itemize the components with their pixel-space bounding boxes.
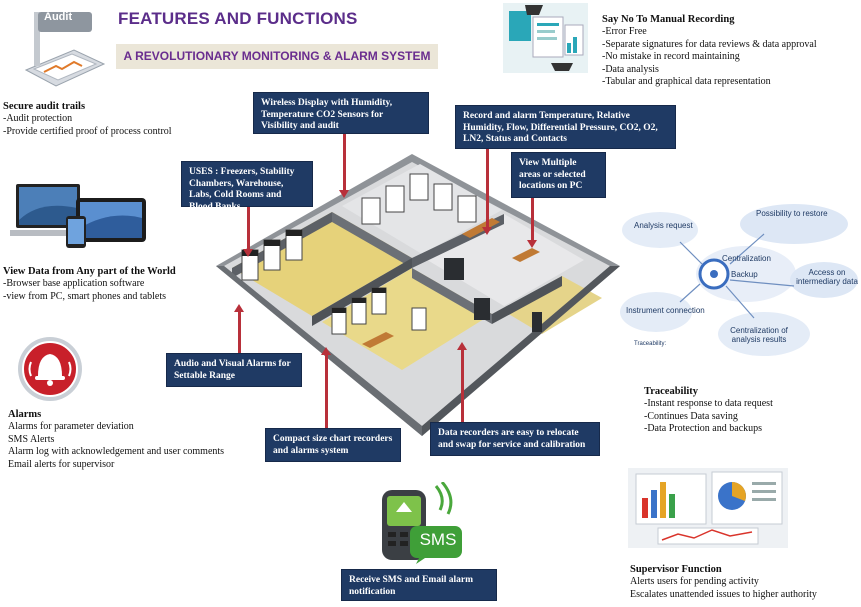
callout-compact: Compact size chart recorders and alarms … <box>265 428 401 462</box>
supervisor-reports-icon <box>628 468 788 548</box>
alarms-line: Alarms for parameter deviation <box>8 421 134 432</box>
manual-recording-line: -Data analysis <box>602 63 659 75</box>
traceability-line: -Data Protection and backups <box>644 423 763 434</box>
diagram-centralization: Centralization <box>722 254 771 263</box>
diagram-access-intermediary: Access on intermediary data <box>796 268 858 286</box>
alarms-title: Alarms <box>8 409 42 420</box>
audit-icon-label: Audit <box>44 11 73 23</box>
callout-wireless-text: Wireless Display with Humidity, Temperat… <box>261 98 393 131</box>
callout-relocate: Data recorders are easy to relocate and … <box>430 422 600 456</box>
arrow-relocate <box>461 350 464 422</box>
callout-wireless: Wireless Display with Humidity, Temperat… <box>253 92 429 134</box>
sms-label: SMS <box>419 530 457 549</box>
manual-recording-section: Say No To Manual Recording -Error Free -… <box>602 13 860 89</box>
arrow-compact <box>325 355 328 428</box>
alarms-line: Alarm log with acknowledgement and user … <box>8 446 225 457</box>
arrow-multiple <box>531 198 534 242</box>
manual-recording-line: -Error Free <box>602 26 647 37</box>
sms-phone-icon <box>376 481 466 564</box>
callout-receive-text: Receive SMS and Email alarm notification <box>349 575 474 597</box>
traceability-line: -Continues Data saving <box>644 410 738 422</box>
callout-audio: Audio and Visual Alarms for Settable Ran… <box>166 353 302 387</box>
alarm-bell-icon <box>14 334 86 404</box>
manual-recording-line: -Separate signatures for data reviews & … <box>602 38 817 50</box>
arrow-record <box>486 149 489 229</box>
manual-recording-line: -Tabular and graphical data representati… <box>602 76 771 87</box>
manual-recording-icon <box>503 3 588 73</box>
arrow-record-head <box>482 227 492 235</box>
traceability-diagram <box>618 202 860 384</box>
audit-title: Secure audit trails <box>3 101 86 112</box>
arrow-multiple-head <box>527 240 537 248</box>
arrow-audio-head <box>234 304 244 312</box>
arrow-uses <box>247 207 250 251</box>
traceability-title: Traceability <box>644 386 699 397</box>
page-title: FEATURES AND FUNCTIONS <box>118 9 358 28</box>
callout-audio-text: Audio and Visual Alarms for Settable Ran… <box>174 359 291 381</box>
arrow-uses-head <box>243 249 253 257</box>
supervisor-line: Escalates unattended issues to higher au… <box>630 588 817 600</box>
arrow-wireless-head <box>339 190 349 198</box>
arrow-audio <box>238 312 241 353</box>
devices-icon <box>8 180 150 252</box>
supervisor-line: Alerts users for pending activity <box>630 576 759 587</box>
callout-receive: Receive SMS and Email alarm notification <box>341 569 497 601</box>
page-subtitle: A REVOLUTIONARY MONITORING & ALARM SYSTE… <box>116 44 438 69</box>
view-line: -view from PC, smart phones and tablets <box>3 290 167 302</box>
callout-relocate-text: Data recorders are easy to relocate and … <box>438 428 586 450</box>
building-illustration <box>212 148 622 440</box>
view-line: -Browser base application software <box>3 278 145 289</box>
supervisor-section: Supervisor Function Alerts users for pen… <box>630 563 860 601</box>
diagram-possibility-restore: Possibility to restore <box>756 209 828 218</box>
callout-multiple-text: View Multiple areas or selected location… <box>519 158 586 191</box>
alarms-section: Alarms Alarms for parameter deviation SM… <box>8 408 228 471</box>
manual-recording-title: Say No To Manual Recording <box>602 14 735 25</box>
arrow-compact-head <box>321 347 331 355</box>
diagram-traceability-small: Traceability: <box>634 341 667 347</box>
diagram-analysis-request: Analysis request <box>634 221 693 230</box>
alarms-line: SMS Alerts <box>8 433 55 445</box>
audit-line: -Audit protection <box>3 113 73 124</box>
audit-section: Secure audit trails -Audit protection -P… <box>3 100 203 138</box>
alarms-line: Email alerts for supervisor <box>8 458 115 470</box>
diagram-instrument-connection: Instrument connection <box>626 306 705 315</box>
diagram-centralization-results: Centralization of analysis results <box>730 326 788 344</box>
traceability-line: -Instant response to data request <box>644 398 773 409</box>
callout-record-text: Record and alarm Temperature, Relative H… <box>463 111 658 144</box>
audit-icon <box>22 6 107 91</box>
audit-line: -Provide certified proof of process cont… <box>3 125 172 137</box>
callout-compact-text: Compact size chart recorders and alarms … <box>273 434 393 456</box>
traceability-section: Traceability -Instant response to data r… <box>644 385 854 436</box>
manual-recording-line: -No mistake in record maintaining <box>602 51 740 62</box>
callout-multiple: View Multiple areas or selected location… <box>511 152 606 198</box>
callout-uses: USES : Freezers, Stability Chambers, War… <box>181 161 313 212</box>
callout-record: Record and alarm Temperature, Relative H… <box>455 105 676 149</box>
supervisor-title: Supervisor Function <box>630 564 722 575</box>
callout-uses-text: USES : Freezers, Stability Chambers, War… <box>189 167 295 212</box>
arrow-wireless <box>343 134 346 192</box>
arrow-relocate-head <box>457 342 467 350</box>
diagram-backup: Backup <box>731 270 758 279</box>
view-title: View Data from Any part of the World <box>3 266 176 277</box>
view-section: View Data from Any part of the World -Br… <box>3 265 213 303</box>
